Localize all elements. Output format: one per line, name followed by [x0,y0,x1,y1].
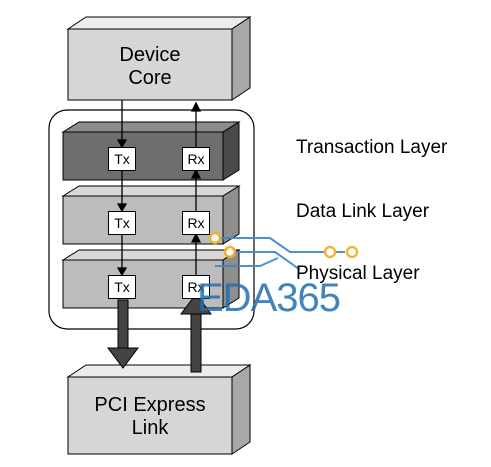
link-tx-arrow [107,299,139,369]
pci-express-link-box [66,364,252,455]
link-rx-arrow [180,293,212,373]
device-core-line2: Core [128,67,172,89]
pci-link-line1: PCI Express [94,394,206,416]
device-core-box [66,16,252,101]
physical-layer-label: Physical Layer [296,263,420,284]
tx-flow-arrows [116,100,128,277]
watermark-text: EDA365 [197,276,341,320]
pci-express-link-label: PCI Express Link [68,394,232,440]
transaction-rx-port: Rx [182,147,210,171]
data-link-tx-port: Tx [108,211,136,235]
rx-flow-arrows [190,101,202,275]
transaction-layer-label: Transaction Layer [296,137,448,158]
transaction-layer-block [61,121,241,181]
device-core-line1: Device [119,44,181,66]
transaction-tx-port: Tx [108,147,136,171]
data-link-layer-label: Data Link Layer [296,201,430,222]
data-link-rx-port: Rx [182,211,210,235]
pci-link-line2: Link [131,417,169,439]
watermark-circuit [208,231,359,271]
physical-tx-port: Tx [108,275,136,299]
physical-rx-port: Rx [182,275,210,299]
protocol-stack-frame [48,109,255,330]
device-core-label: Device Core [68,44,232,90]
